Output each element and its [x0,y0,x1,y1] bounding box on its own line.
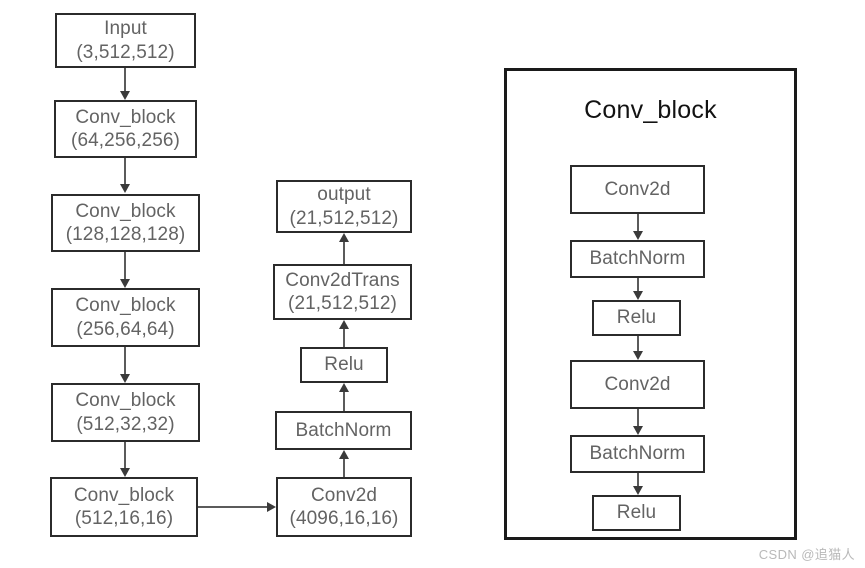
node-detail-conv2d-a: Conv2d [570,165,705,214]
node-convblock5: Conv_block (512,16,16) [50,477,198,537]
arrowhead-detail-conv2d-b-to-batchnorm-b [633,426,643,435]
connector-convblock5-to-conv2d [198,506,268,508]
node-detail-batchnorm-b-label: BatchNorm [589,443,686,465]
node-detail-relu-b-label: Relu [616,502,657,524]
connector-convblock3-to-convblock4 [124,347,126,375]
connector-conv2d-to-batchnorm [343,458,345,477]
node-detail-batchnorm-a: BatchNorm [570,240,705,278]
node-conv2d-decoder-line2: (4096,16,16) [289,508,399,529]
connector-conv2dtrans-to-output [343,241,345,264]
node-convblock1-line2: (64,256,256) [71,130,180,151]
connector-convblock4-to-convblock5 [124,442,126,469]
connector-detail-batchnorm-a-to-relu-a [637,278,639,292]
connector-batchnorm-to-relu [343,391,345,411]
node-detail-conv2d-b-label: Conv2d [604,373,671,395]
node-convblock5-line2: (512,16,16) [74,508,174,529]
node-convblock1: Conv_block (64,256,256) [54,100,197,158]
node-detail-conv2d-a-label: Conv2d [604,178,671,200]
connector-input-to-convblock1 [124,68,126,92]
node-conv2d-decoder-line1: Conv2d [310,484,378,506]
arrowhead-detail-relu-a-to-conv2d-b [633,351,643,360]
node-input: Input (3,512,512) [55,13,196,68]
node-conv2dtrans: Conv2dTrans (21,512,512) [273,264,412,320]
node-convblock3-line2: (256,64,64) [76,318,175,340]
node-relu-decoder-label: Relu [324,354,364,376]
connector-detail-conv2d-a-to-batchnorm-a [637,214,639,232]
node-convblock5-line1: Conv_block [73,484,175,506]
node-batchnorm-decoder: BatchNorm [275,411,412,450]
node-convblock4-line1: Conv_block [75,390,176,412]
node-output-line2: (21,512,512) [289,207,399,229]
node-convblock2-line2: (128,128,128) [65,224,186,245]
connector-detail-relu-a-to-conv2d-b [637,336,639,352]
node-detail-relu-a-label: Relu [616,307,657,329]
node-detail-batchnorm-b: BatchNorm [570,435,705,473]
arrowhead-relu-to-conv2dtrans [339,320,349,329]
arrowhead-conv2dtrans-to-output [339,233,349,242]
node-detail-relu-a: Relu [592,300,681,336]
csdn-watermark: CSDN @追猫人 [758,547,855,562]
node-convblock2: Conv_block (128,128,128) [51,194,200,252]
arrowhead-convblock4-to-convblock5 [120,468,130,477]
node-detail-conv2d-b: Conv2d [570,360,705,409]
arrowhead-convblock5-to-conv2d [267,502,276,512]
node-conv2d-decoder: Conv2d (4096,16,16) [276,477,412,537]
arrowhead-convblock3-to-convblock4 [120,374,130,383]
node-conv2dtrans-line2: (21,512,512) [288,293,397,314]
node-input-line1: Input [104,18,147,40]
arrowhead-detail-conv2d-a-to-batchnorm-a [633,231,643,240]
node-convblock1-line1: Conv_block [75,106,176,128]
node-conv2dtrans-line1: Conv2dTrans [285,269,400,291]
node-relu-decoder: Relu [300,347,388,383]
node-detail-batchnorm-a-label: BatchNorm [589,248,686,270]
conv-block-detail-title: Conv_block [584,96,717,124]
arrowhead-conv2d-to-batchnorm [339,450,349,459]
arrowhead-detail-batchnorm-b-to-relu-b [633,486,643,495]
node-batchnorm-decoder-label: BatchNorm [295,419,392,441]
node-output-line1: output [317,184,371,206]
node-convblock3-line1: Conv_block [75,295,176,317]
node-output: output (21,512,512) [276,180,412,233]
node-detail-relu-b: Relu [592,495,681,531]
node-input-line2: (3,512,512) [76,41,175,63]
connector-convblock2-to-convblock3 [124,252,126,280]
arrowhead-detail-batchnorm-a-to-relu-a [633,291,643,300]
arrowhead-convblock2-to-convblock3 [120,279,130,288]
connector-detail-conv2d-b-to-batchnorm-b [637,409,639,427]
arrowhead-convblock1-to-convblock2 [120,184,130,193]
arrowhead-input-to-convblock1 [120,91,130,100]
connector-convblock1-to-convblock2 [124,158,126,185]
node-convblock3: Conv_block (256,64,64) [51,288,200,347]
node-convblock4-line2: (512,32,32) [76,413,175,435]
connector-detail-batchnorm-b-to-relu-b [637,473,639,487]
connector-relu-to-conv2dtrans [343,328,345,347]
arrowhead-batchnorm-to-relu [339,383,349,392]
node-convblock4: Conv_block (512,32,32) [51,383,200,442]
node-convblock2-line1: Conv_block [75,200,176,222]
